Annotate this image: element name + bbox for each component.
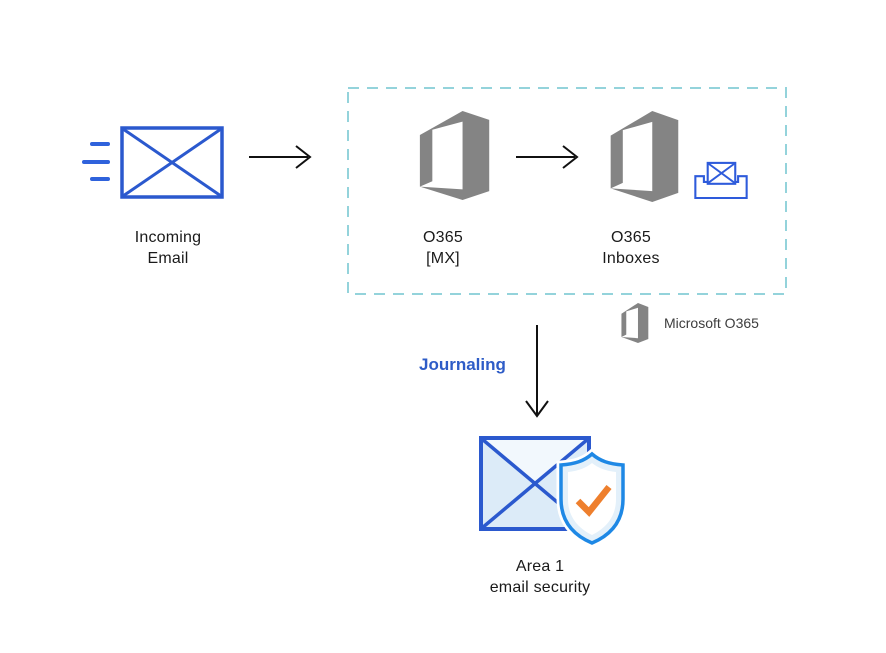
area1-label-line2: email security (489, 579, 591, 596)
envelope-icon (120, 126, 224, 199)
o365-mx-label-line1: O365 (423, 229, 463, 246)
microsoft-o365-legend-label: Microsoft O365 (664, 315, 759, 331)
arrow-right-icon (249, 145, 312, 169)
office365-icon (419, 111, 490, 200)
o365-inboxes-label: O365 Inboxes (586, 227, 676, 269)
area1-label-line1: Area 1 (515, 558, 565, 575)
o365-inboxes-label-line1: O365 (611, 229, 651, 246)
speed-line-icon (90, 142, 110, 146)
incoming-email-label-line1: Incoming (134, 229, 202, 246)
envelope-icon (479, 436, 591, 531)
inbox-tray-envelope-icon (694, 161, 748, 199)
arrow-right-icon (516, 145, 579, 169)
incoming-email-label-line2: Email (147, 250, 189, 267)
incoming-email-label: Incoming Email (98, 227, 238, 269)
o365-inboxes-label-line2: Inboxes (602, 250, 660, 267)
shield-check-icon (556, 449, 628, 548)
speed-line-icon (90, 177, 110, 181)
arrow-down-icon (525, 325, 549, 418)
area1-label: Area 1 email security (470, 556, 610, 598)
office365-icon (610, 111, 679, 202)
journaling-label: Journaling (419, 355, 506, 374)
o365-mx-label-line2: [MX] (426, 250, 460, 267)
speed-line-icon (82, 160, 110, 164)
office365-icon (621, 303, 649, 343)
o365-boundary-dashed-box (347, 87, 787, 295)
o365-mx-label: O365 [MX] (398, 227, 488, 269)
